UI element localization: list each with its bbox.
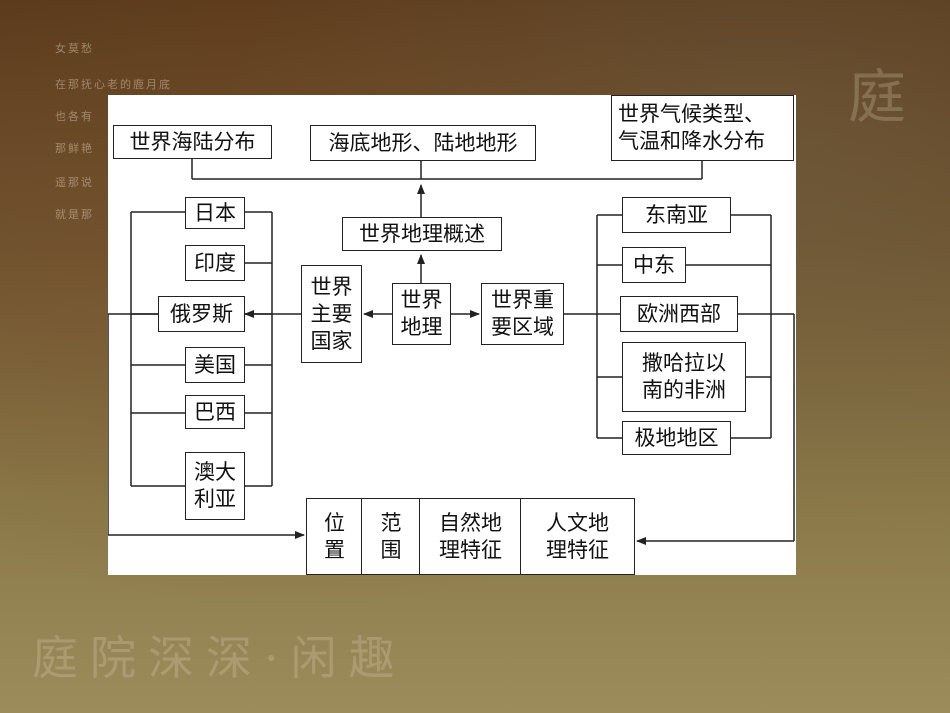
region-southeast-asia: 东南亚 [622,197,731,233]
background-verse-line-3: 也各有 [55,110,94,123]
country-brazil: 巴西 [185,395,245,429]
region-western-europe: 欧洲西部 [620,296,738,332]
background-verse-line-1: 女莫愁 [55,42,94,55]
node-world-geography-overview: 世界地理概述 [342,217,502,251]
background-verse-line-2: 在那抚心老的鹿月底 [55,78,172,91]
node-world-land-sea-distribution: 世界海陆分布 [113,125,272,159]
region-middle-east: 中东 [622,247,686,283]
country-usa: 美国 [185,347,245,383]
concept-map-panel: 世界海陆分布 海底地形、陆地地形 世界气候类型、 气温和降水分布 世界地理概述 … [108,95,796,575]
background-verse-line-6: 就是那 [55,208,94,221]
background-verse-line-5: 遥那说 [55,176,94,189]
connector-lines [108,157,795,545]
background-calligraphy-bottom: 庭院深深·闲趣 [32,631,407,685]
feature-human-geography: 人文地 理特征 [520,498,635,575]
country-japan: 日本 [185,197,245,229]
background-verse-line-4: 那鲜艳 [55,142,94,155]
country-australia: 澳大 利亚 [185,452,245,520]
background-calligraphy-right: 庭 [848,63,907,131]
country-russia: 俄罗斯 [158,296,245,332]
country-india: 印度 [185,245,245,281]
node-world-geography: 世界 地理 [392,283,451,345]
node-important-regions-hub: 世界重 要区域 [481,283,564,345]
feature-location: 位 置 [306,498,363,575]
feature-extent: 范 围 [361,498,421,575]
feature-physical-geography: 自然地 理特征 [419,498,522,575]
node-major-countries-hub: 世界 主要 国家 [301,265,362,363]
region-polar-regions: 极地地区 [622,421,731,455]
node-climate-temperature-precipitation: 世界气候类型、 气温和降水分布 [611,95,794,161]
region-sub-saharan-africa: 撒哈拉以 南的非洲 [622,342,746,412]
node-seafloor-land-terrain: 海底地形、陆地地形 [310,125,536,161]
